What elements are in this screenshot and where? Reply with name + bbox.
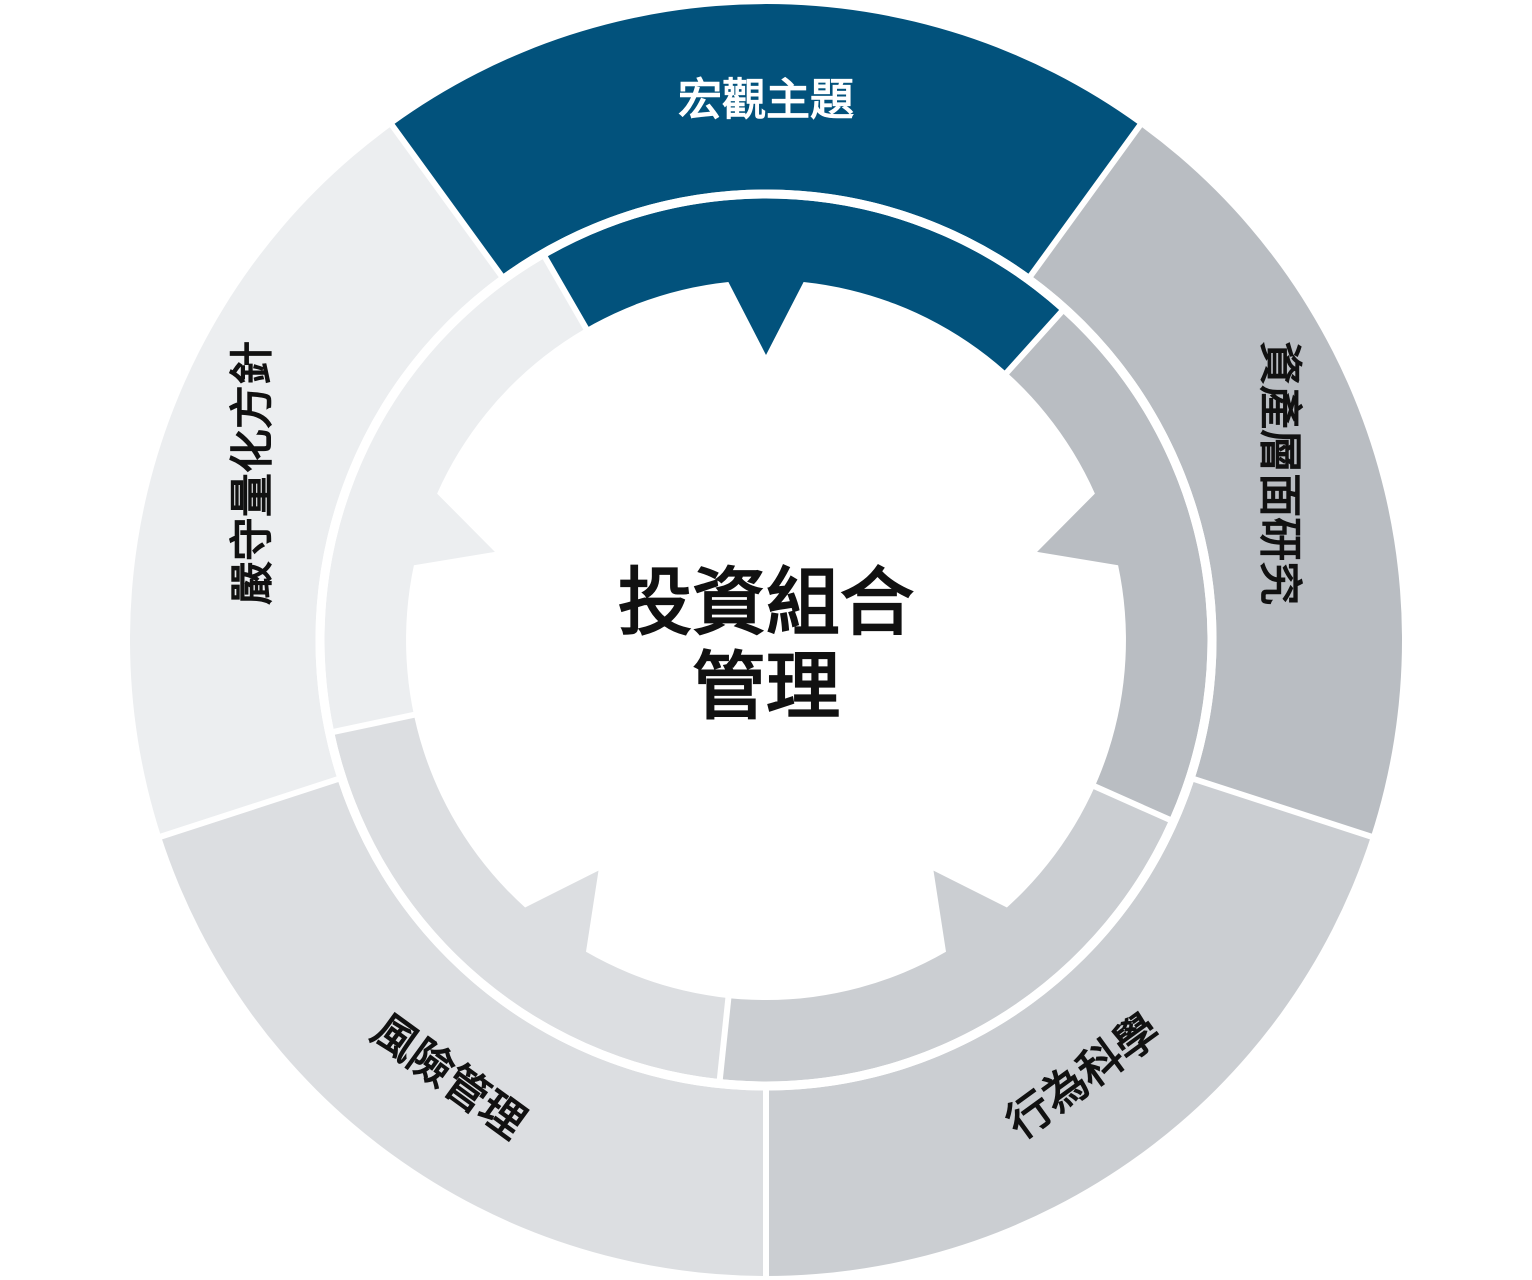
outer-separator xyxy=(156,774,345,841)
inner-separator xyxy=(716,938,738,1084)
inner-separator xyxy=(540,252,619,382)
outer-ring xyxy=(130,4,1402,1276)
inner-separator xyxy=(1038,759,1175,825)
outer-segment-asset xyxy=(1030,125,1402,837)
ring-separators xyxy=(156,120,1376,1280)
center-title-line-1: 投資組合 xyxy=(618,560,914,646)
outer-separator xyxy=(1187,774,1376,841)
segment-label-macro: 宏觀主題 xyxy=(678,75,854,126)
inner-separator xyxy=(964,306,1067,420)
segment-label-asset: 資產層面研究 xyxy=(1254,341,1305,605)
outer-segment-macro xyxy=(392,4,1140,276)
outer-separator xyxy=(1024,120,1145,283)
inner-separator xyxy=(329,699,474,736)
segment-label-quant: 嚴守量化方針 xyxy=(227,341,278,605)
center-star-shape xyxy=(406,282,1126,1001)
center-title-line-2: 管理 xyxy=(692,644,840,730)
outer-segment-risk xyxy=(161,779,767,1276)
outer-separator xyxy=(387,120,508,283)
outer-segment-behavior xyxy=(766,779,1371,1276)
mid-ring-gap xyxy=(315,189,1217,1091)
outer-segment-quant xyxy=(130,125,502,837)
